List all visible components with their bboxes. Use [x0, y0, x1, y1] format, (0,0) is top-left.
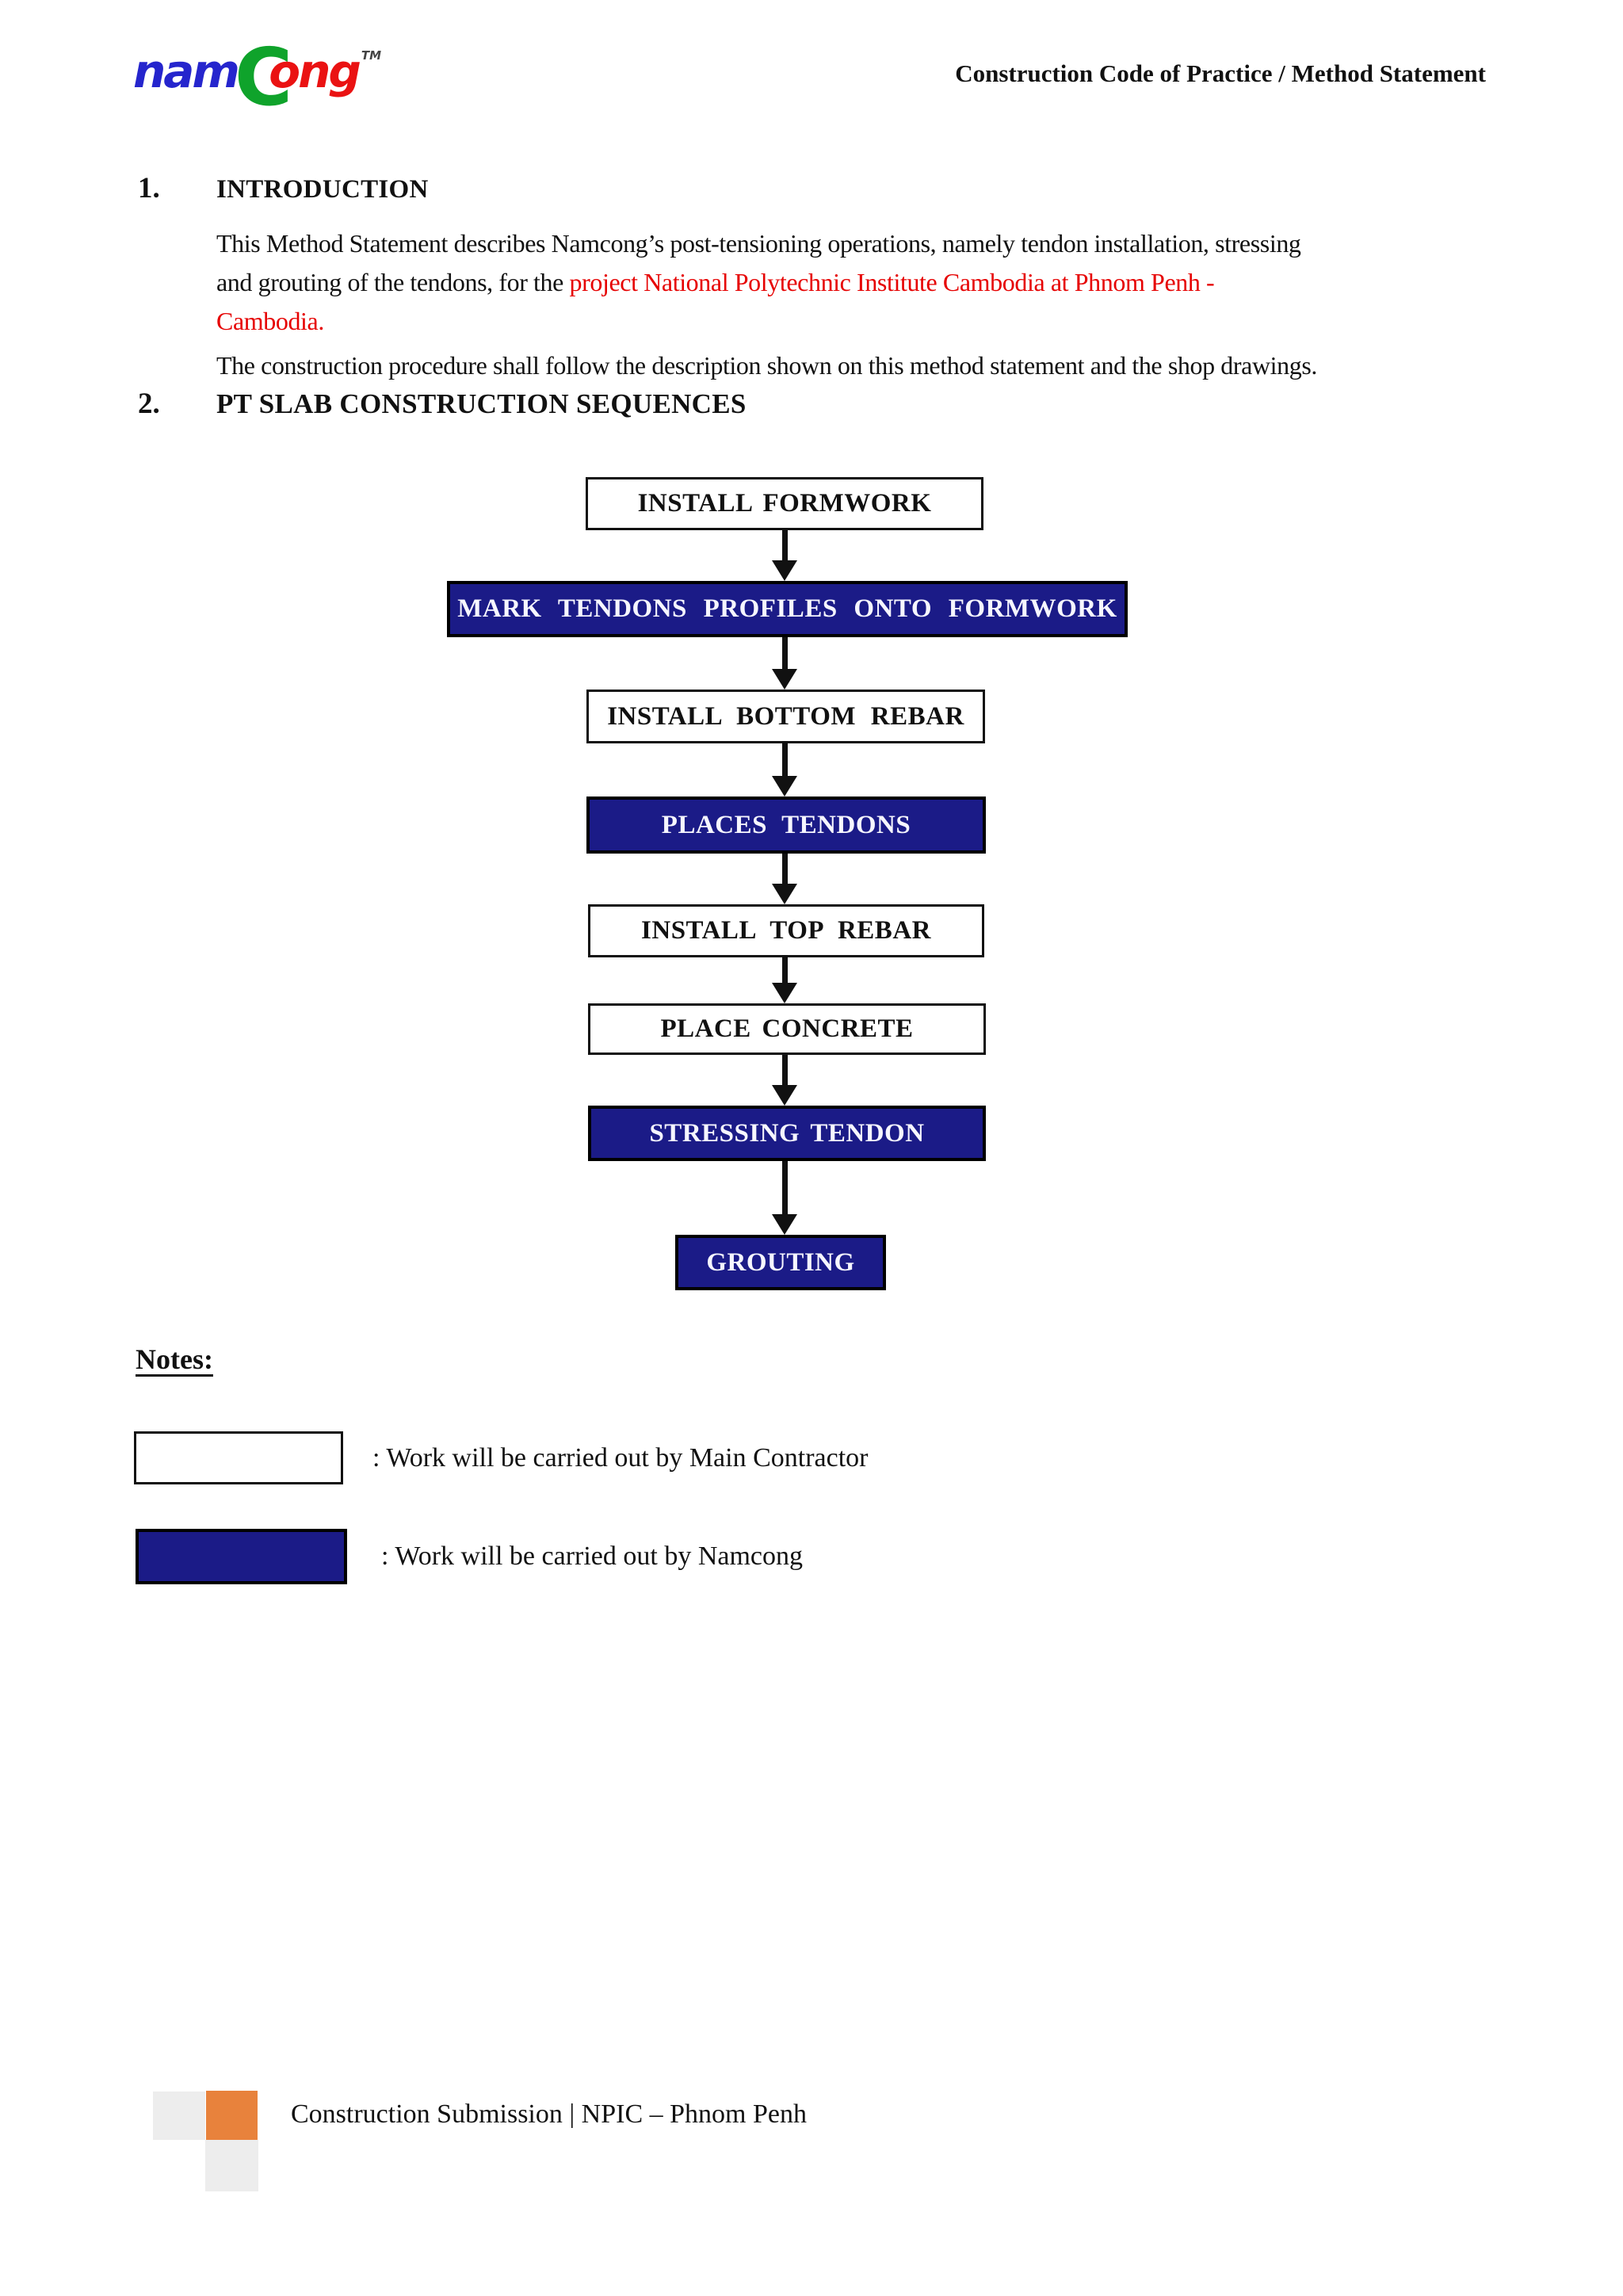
- header-title: Construction Code of Practice / Method S…: [955, 59, 1486, 87]
- logo-c: C: [234, 31, 293, 124]
- flow-arrow-down-icon: [771, 957, 798, 1003]
- flow-step-places-tendons: PLACES TENDONS: [586, 797, 986, 854]
- flow-arrow-down-icon: [771, 743, 798, 797]
- footer-logo-gray-square-bottom: [205, 2140, 258, 2191]
- intro-p1-line2-red: project National Polytechnic Institute C…: [569, 268, 1215, 296]
- section-2-number: 2.: [138, 388, 160, 420]
- flow-arrow-down-icon: [771, 530, 798, 581]
- logo-nam: nam: [133, 44, 240, 98]
- intro-paragraph-2: The construction procedure shall follow …: [216, 351, 1317, 380]
- footer-logo-orange-square: [206, 2091, 258, 2140]
- flow-arrow-down-icon: [771, 854, 798, 904]
- intro-p1-line1: This Method Statement describes Namcong’…: [216, 229, 1301, 258]
- flow-step-mark-tendons-profiles: MARK TENDONS PROFILES ONTO FORMWORK: [447, 581, 1128, 637]
- section-2-heading-row: 2. PT SLAB CONSTRUCTION SEQUENCES: [138, 387, 747, 421]
- intro-p1-line2: and grouting of the tendons, for the pro…: [216, 263, 1301, 302]
- section-2-heading: PT SLAB CONSTRUCTION SEQUENCES: [216, 388, 747, 419]
- intro-p1-line3-red: Cambodia.: [216, 307, 324, 335]
- footer-text: Construction Submission | NPIC – Phnom P…: [291, 2099, 807, 2129]
- section-1-heading: INTRODUCTION: [216, 175, 429, 204]
- legend-text-main-contractor: : Work will be carried out by Main Contr…: [372, 1442, 869, 1473]
- notes-heading: Notes:: [136, 1343, 213, 1375]
- logo-ong: ong: [269, 44, 361, 98]
- section-1-heading-row: 1. INTRODUCTION: [138, 171, 429, 205]
- flow-arrow-down-icon: [771, 1055, 798, 1106]
- intro-paragraph-1: This Method Statement describes Namcong’…: [216, 224, 1301, 341]
- flow-step-install-formwork: INSTALL FORMWORK: [586, 477, 983, 530]
- flow-step-grouting: GROUTING: [675, 1235, 886, 1290]
- flow-arrow-down-icon: [771, 1161, 798, 1235]
- flow-arrow-down-icon: [771, 637, 798, 690]
- legend-swatch-namcong: [136, 1529, 347, 1584]
- section-1-number: 1.: [138, 172, 160, 204]
- flow-step-install-top-rebar: INSTALL TOP REBAR: [588, 904, 984, 957]
- flow-step-stressing-tendon: STRESSING TENDON: [588, 1106, 986, 1161]
- legend-text-namcong: : Work will be carried out by Namcong: [381, 1541, 803, 1571]
- flow-step-place-concrete: PLACE CONCRETE: [588, 1003, 986, 1055]
- flow-step-install-bottom-rebar: INSTALL BOTTOM REBAR: [586, 690, 985, 743]
- legend-swatch-main-contractor: [134, 1431, 343, 1484]
- footer-logo-gray-square-top: [153, 2092, 205, 2140]
- logo-tm-mark: TM: [361, 48, 382, 63]
- intro-p1-line2-black: and grouting of the tendons, for the: [216, 268, 570, 296]
